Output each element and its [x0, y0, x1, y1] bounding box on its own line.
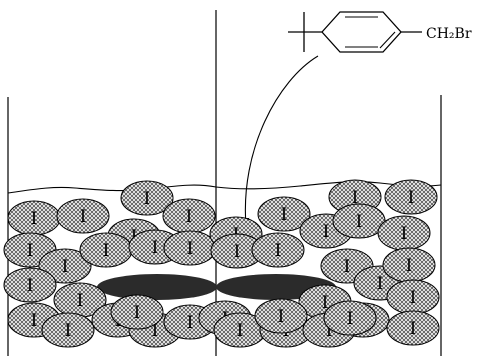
particle-label: I	[326, 321, 333, 341]
particle-label: I	[408, 188, 415, 208]
particle-label: I	[31, 209, 38, 229]
particle-body	[251, 232, 305, 268]
particle-body	[384, 179, 438, 215]
particle: I	[254, 298, 308, 334]
particle-body	[3, 267, 57, 303]
particle: I	[323, 300, 377, 336]
particle-label: I	[65, 321, 72, 341]
particle-label: I	[281, 205, 288, 225]
particle-label: I	[401, 224, 408, 244]
particle: I	[384, 179, 438, 215]
particle-body	[254, 298, 308, 334]
particle: I	[7, 200, 61, 236]
particle-label: I	[62, 257, 69, 277]
particle: I	[251, 232, 305, 268]
particle: I	[386, 310, 440, 346]
particle-body	[386, 310, 440, 346]
particle-label: I	[187, 239, 194, 259]
particle-label: I	[31, 311, 38, 331]
particle: I	[377, 215, 431, 251]
particle-body	[41, 312, 95, 348]
particle-body	[56, 198, 110, 234]
particle-label: I	[234, 242, 241, 262]
particle-label: I	[410, 319, 417, 339]
particle-label: I	[80, 207, 87, 227]
particle-label: I	[322, 293, 329, 313]
particle-body	[323, 300, 377, 336]
reagent-arrow	[241, 55, 319, 227]
particle-label: I	[186, 207, 193, 227]
reagent-structure: CH₂Br	[288, 11, 472, 53]
particle-body	[38, 248, 92, 284]
particle-label: I	[237, 321, 244, 341]
particle-label: I	[152, 321, 159, 341]
particle-label: I	[152, 238, 159, 258]
particle-body	[110, 294, 164, 330]
particle: I	[257, 196, 311, 232]
particle-label: I	[103, 241, 110, 261]
particle-label: I	[187, 313, 194, 333]
particle-label: I	[347, 309, 354, 329]
particle: I	[110, 294, 164, 330]
particle-label: I	[352, 188, 359, 208]
particle-label: I	[323, 222, 330, 242]
particle-label: I	[134, 303, 141, 323]
benzene-ring	[321, 11, 402, 53]
particle-body	[120, 180, 174, 216]
particle: I	[382, 247, 436, 283]
particle-body	[257, 196, 311, 232]
particle-label: I	[27, 241, 34, 261]
particle-label: I	[27, 276, 34, 296]
ch2br-label: CH₂Br	[426, 26, 472, 42]
particle: I	[120, 180, 174, 216]
particle-label: I	[144, 189, 151, 209]
particle-label: I	[77, 291, 84, 311]
lamella-left	[97, 274, 217, 300]
particle-label: I	[410, 288, 417, 308]
particle-label: I	[356, 212, 363, 232]
particle-label: I	[275, 241, 282, 261]
particle: I	[79, 232, 133, 268]
particle-layer: IIIIIIIIIIIIIIIIIIIIIIIIIIIIIIIIIIIIIIII	[3, 179, 440, 348]
particle: I	[38, 248, 92, 284]
particle: I	[163, 230, 217, 266]
particle: I	[386, 279, 440, 315]
particle: I	[332, 203, 386, 239]
particle-label: I	[406, 256, 413, 276]
particle-label: I	[377, 274, 384, 294]
particle-label: I	[278, 307, 285, 327]
benzene-inner-bond-right	[379, 31, 396, 49]
particle: I	[3, 267, 57, 303]
particle: I	[41, 312, 95, 348]
particle-label: I	[344, 257, 351, 277]
particle: I	[56, 198, 110, 234]
liquid-surface	[7, 181, 442, 194]
particle: I	[162, 198, 216, 234]
